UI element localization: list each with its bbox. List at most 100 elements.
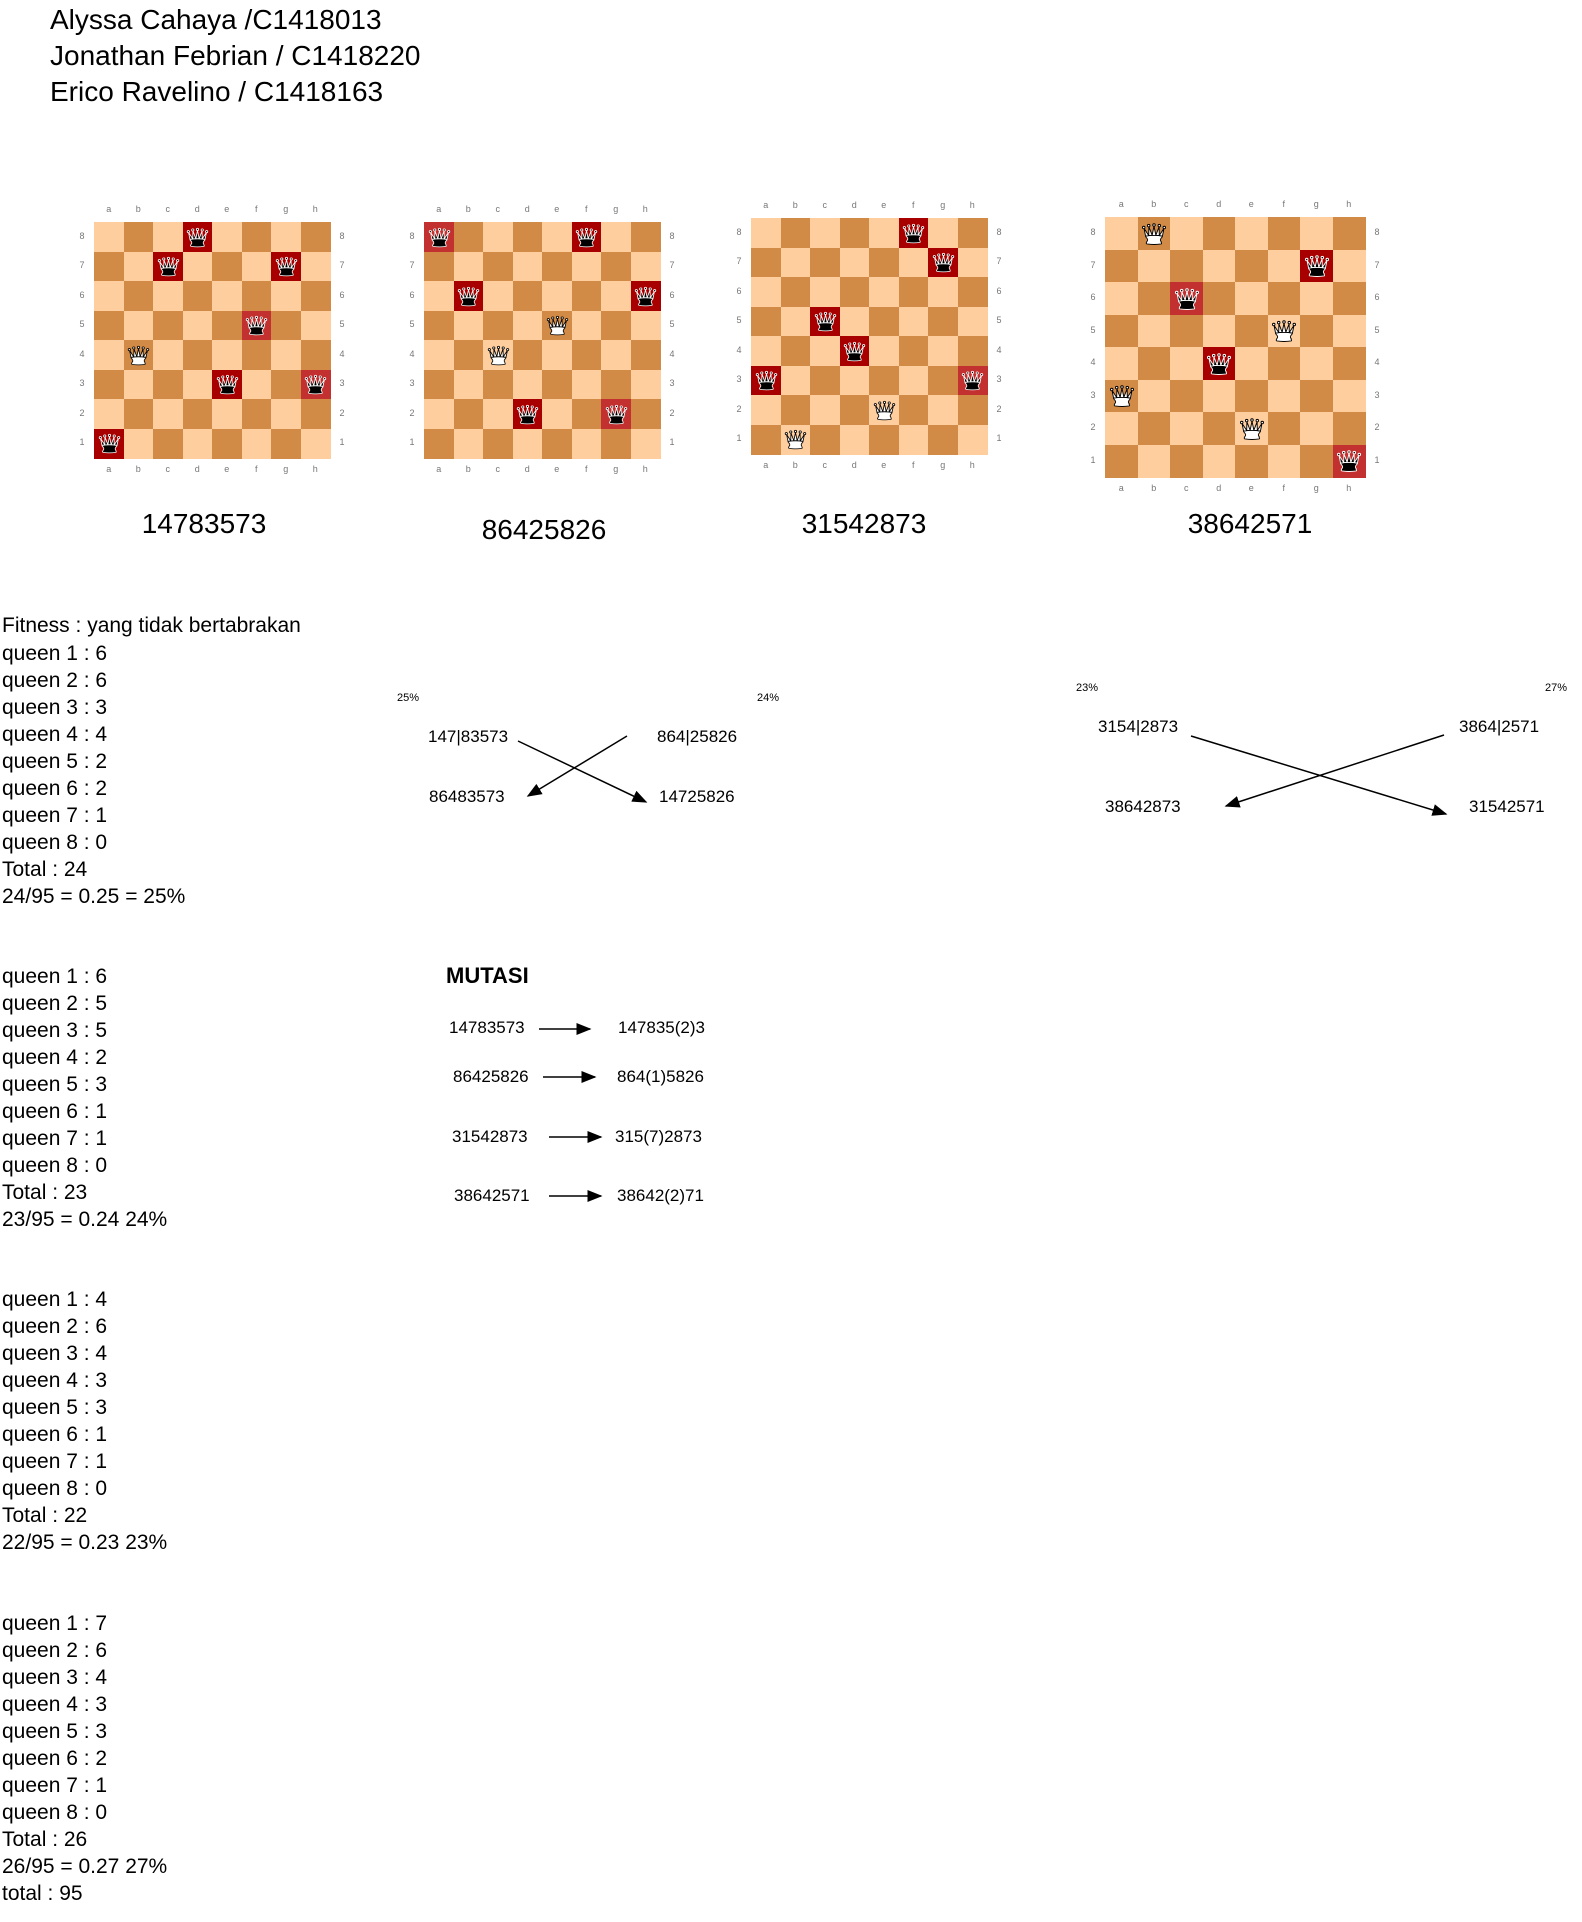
fitness-block-3-line: queen 4 : 3 <box>2 1369 108 1392</box>
rank-label: 7 <box>669 260 675 271</box>
fitness-block-4-line: queen 5 : 3 <box>2 1720 108 1743</box>
rank-label: 2 <box>1090 422 1096 433</box>
file-label: c <box>495 464 501 474</box>
mutation-title: MUTASI <box>446 963 529 988</box>
file-label: d <box>194 464 200 474</box>
square-e4 <box>212 340 242 370</box>
queen-icon <box>869 395 899 425</box>
square-f1 <box>241 428 272 459</box>
crossover-1-pct-left: 25% <box>397 692 420 704</box>
square-b3 <box>453 369 484 400</box>
rank-label: 2 <box>339 407 345 418</box>
square-c7 <box>810 247 840 278</box>
square-e7 <box>1235 249 1268 283</box>
file-label: h <box>312 464 318 474</box>
square-g5 <box>1300 314 1333 348</box>
square-g4 <box>1300 347 1333 380</box>
crossover-2-child-left: 38642873 <box>1105 797 1181 816</box>
crossover-1-arrow-down-left <box>526 735 628 797</box>
square-b7 <box>453 251 484 282</box>
square-c6 <box>483 281 513 311</box>
rank-label: 7 <box>1090 259 1096 270</box>
square-h5 <box>1332 314 1366 348</box>
queen-icon <box>183 222 213 252</box>
rank-label: 6 <box>1374 292 1380 303</box>
rank-label: 3 <box>1374 389 1380 400</box>
crossover-1-arrow-down-right <box>517 740 648 803</box>
file-label: e <box>1248 483 1254 493</box>
rank-label: 4 <box>409 348 415 359</box>
square-d3 <box>1202 379 1236 413</box>
fitness-header: Fitness : yang tidak bertabrakan <box>2 614 301 637</box>
square-g3 <box>928 365 958 396</box>
square-b7 <box>1137 249 1171 283</box>
queen-icon <box>483 340 513 370</box>
queen-icon <box>899 218 929 248</box>
author-line-2: Jonathan Febrian / C1418220 <box>50 40 421 71</box>
square-d2 <box>839 395 870 425</box>
file-label: b <box>135 464 141 474</box>
square-b8 <box>780 218 811 248</box>
square-f3 <box>571 369 602 400</box>
square-f7 <box>898 247 929 278</box>
rank-label: 4 <box>736 344 742 355</box>
fitness-block-4-line: Total : 26 <box>2 1828 88 1851</box>
crossover-1-child-right: 14725826 <box>659 787 735 806</box>
square-h7 <box>630 251 661 282</box>
fitness-block-2-line: queen 7 : 1 <box>2 1127 108 1150</box>
fitness-block-4-line: queen 8 : 0 <box>2 1801 108 1824</box>
square-e5 <box>212 310 242 341</box>
file-label: g <box>940 460 946 470</box>
square-d6 <box>839 277 870 307</box>
square-h5 <box>957 306 988 337</box>
square-f5 <box>241 310 272 341</box>
square-g4 <box>928 336 958 366</box>
rank-label: 6 <box>79 289 85 300</box>
square-c3 <box>1170 379 1203 413</box>
file-label: c <box>822 460 828 470</box>
queen-icon <box>1333 445 1366 478</box>
file-label: a <box>436 464 442 474</box>
file-label: h <box>642 464 648 474</box>
rank-label: 3 <box>1090 389 1096 400</box>
square-e4 <box>1235 347 1268 380</box>
rank-label: 2 <box>1374 422 1380 433</box>
square-h3 <box>300 369 331 400</box>
crossover-1-parent-left: 147|83573 <box>428 727 509 746</box>
board-1-label: 14783573 <box>141 508 267 539</box>
file-label: a <box>763 460 769 470</box>
queen-icon <box>1105 380 1138 413</box>
square-e6 <box>542 281 572 311</box>
square-c6 <box>1170 282 1203 315</box>
square-g6 <box>601 281 631 311</box>
square-b7 <box>123 251 154 282</box>
file-label: d <box>524 464 530 474</box>
queen-icon <box>1268 315 1301 348</box>
rank-label: 4 <box>996 344 1002 355</box>
file-label: d <box>851 200 857 210</box>
fitness-block-4-line: 26/95 = 0.27 27% <box>2 1855 168 1878</box>
square-a6 <box>751 277 781 307</box>
square-c5 <box>1170 314 1203 348</box>
fitness-block-2-line: queen 6 : 1 <box>2 1100 108 1123</box>
square-g1 <box>601 428 631 459</box>
rank-label: 5 <box>736 315 742 326</box>
square-h6 <box>630 281 661 311</box>
rank-label: 1 <box>996 433 1002 444</box>
fitness-block-3-line: queen 5 : 3 <box>2 1396 108 1419</box>
rank-label: 8 <box>1090 227 1096 238</box>
square-a3 <box>94 369 124 400</box>
crossover-2-arrow-down-right <box>1190 735 1448 816</box>
square-e3 <box>542 369 572 400</box>
square-f4 <box>1267 347 1301 380</box>
square-f8 <box>571 222 602 252</box>
square-a2 <box>751 395 781 425</box>
square-b3 <box>123 369 154 400</box>
file-label: a <box>436 204 442 214</box>
square-h3 <box>1332 379 1366 413</box>
rank-label: 8 <box>79 230 85 241</box>
rank-label: 6 <box>996 285 1002 296</box>
square-e6 <box>1235 282 1268 315</box>
square-b4 <box>1137 347 1171 380</box>
file-label: a <box>763 200 769 210</box>
